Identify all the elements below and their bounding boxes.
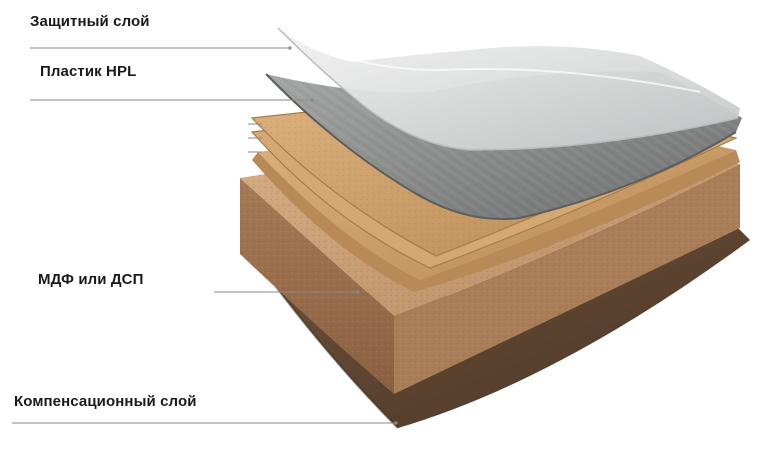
label-protective-layer: Защитный слой bbox=[30, 13, 150, 30]
kraft-sheet-3 bbox=[252, 150, 740, 292]
protective-film-sheet bbox=[278, 28, 740, 150]
label-core-board: МДФ или ДСП bbox=[38, 271, 144, 288]
label-compensating-layer: Компенсационный слой bbox=[14, 393, 197, 410]
leader-lines bbox=[12, 46, 398, 425]
label-hpl-plastic: Пластик HPL bbox=[40, 63, 137, 80]
